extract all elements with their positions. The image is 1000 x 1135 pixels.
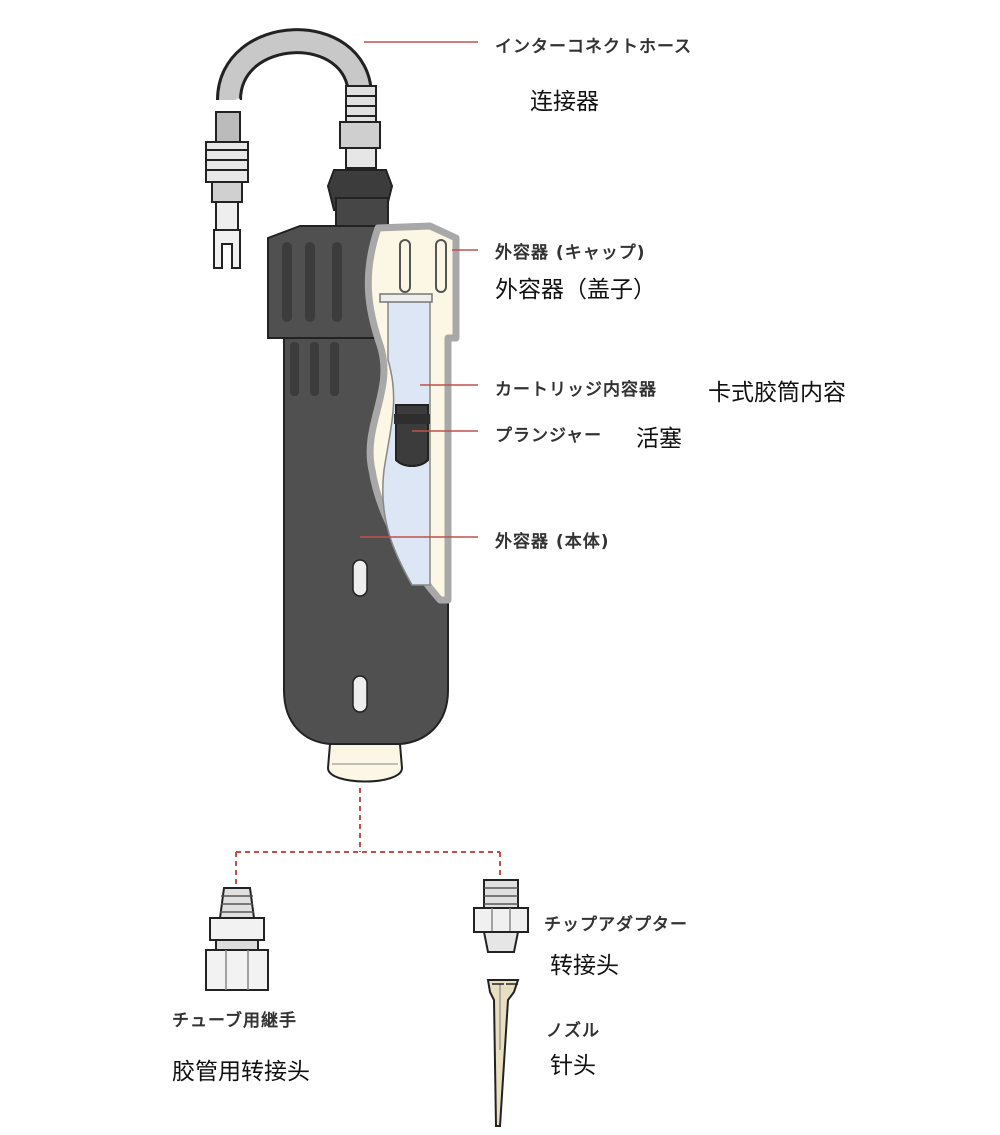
nozzle <box>486 979 520 1127</box>
label-cap-jp: 外容器 (キャップ) <box>495 243 646 263</box>
leader-lines <box>360 41 478 538</box>
label-nozzle-cn: 针头 <box>550 1053 596 1079</box>
label-hose-jp: インターコネクトホース <box>495 37 693 57</box>
label-plunger-jp: プランジャー <box>495 426 603 446</box>
label-tube-fitting-jp: チューブ用継手 <box>172 1011 297 1031</box>
label-nozzle-jp: ノズル <box>546 1021 600 1041</box>
label-tip-adapter-jp: チップアダプター <box>544 915 688 935</box>
label-cap-cn: 外容器（盖子） <box>495 277 656 303</box>
label-plunger-cn: 活塞 <box>636 426 682 452</box>
label-hose-cn: 连接器 <box>530 89 599 115</box>
outer-container-neck <box>326 169 394 229</box>
outer-container <box>267 222 460 783</box>
interconnect-hose <box>205 28 381 269</box>
label-tube-fitting-cn: 胶管用转接头 <box>172 1059 310 1085</box>
label-cartridge-cn: 卡式胶筒内容 <box>708 380 846 406</box>
label-tip-adapter-cn: 转接头 <box>550 953 619 979</box>
tip-adapter <box>473 879 529 953</box>
label-body-jp: 外容器 (本体) <box>495 532 610 552</box>
label-cartridge-jp: カートリッジ内容器 <box>495 380 657 400</box>
connection-dashes <box>235 788 501 888</box>
tube-fitting <box>205 887 269 991</box>
